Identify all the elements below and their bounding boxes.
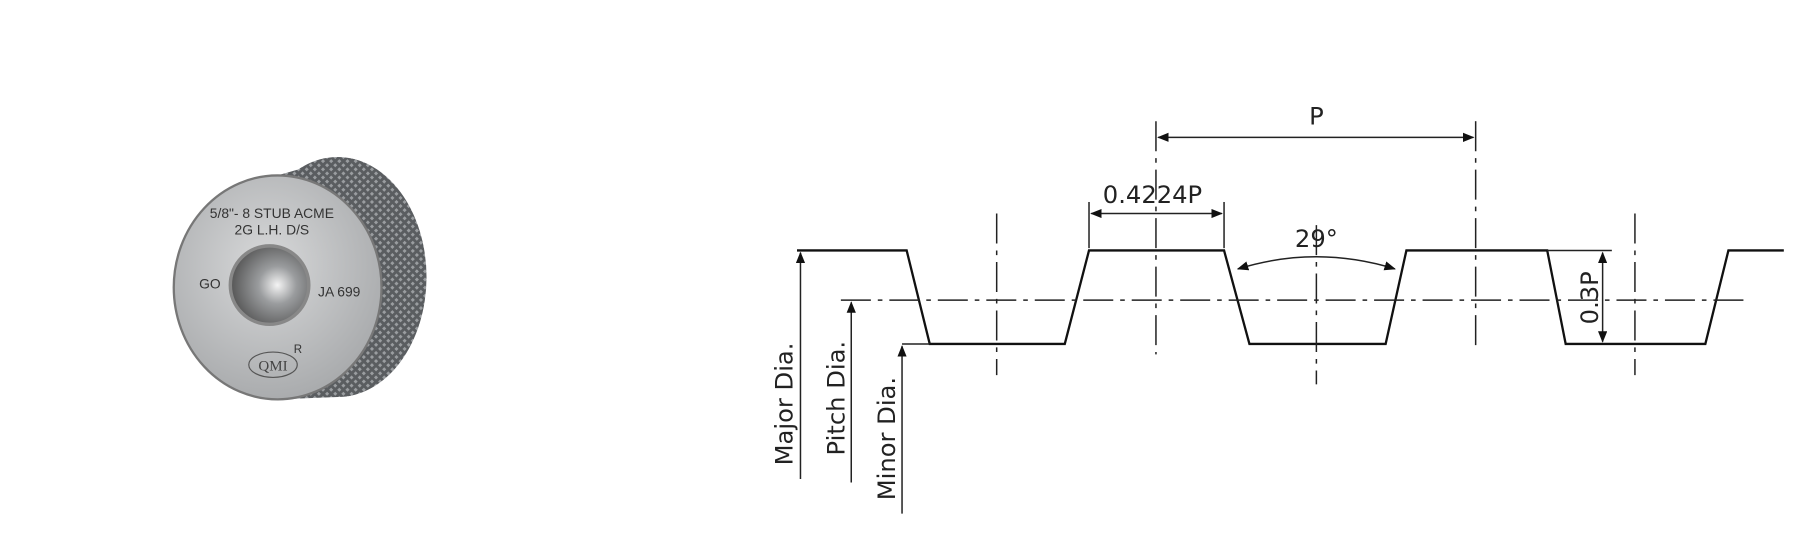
qmi-logo-text: QMI — [258, 358, 287, 374]
qmi-logo — [248, 351, 298, 378]
pitch-dia-label: Pitch Dia. — [822, 341, 850, 456]
depth-label: 0.3P — [1576, 271, 1604, 324]
angle-arc — [1236, 256, 1396, 271]
pitch-label: P — [1309, 103, 1324, 131]
crest-width-label: 0.4224P — [1103, 181, 1202, 209]
gauge-serial-text: JA 699 — [318, 284, 361, 300]
thread-profile — [797, 249, 1784, 346]
threaded-hole — [228, 244, 311, 327]
gauge-text-line1: 5/8"- 8 STUB ACME — [210, 205, 334, 221]
minor-dia-label: Minor Dia. — [873, 377, 901, 500]
gauge-text-line2: 2G L.H. D/S — [235, 221, 310, 237]
gauge-go-text: GO — [199, 276, 221, 292]
registered-mark: R — [294, 344, 302, 356]
center-lines — [995, 121, 1636, 385]
thread-profile-diagram: P 0.4224P 29° 0.3P Major Dia. Pitch Dia.… — [770, 103, 1784, 514]
major-dia-label: Major Dia. — [770, 343, 798, 466]
angle-label: 29° — [1295, 225, 1338, 253]
ring-gauge-photo: 5/8"- 8 STUB ACME 2G L.H. D/S GO JA 699 … — [172, 156, 427, 401]
